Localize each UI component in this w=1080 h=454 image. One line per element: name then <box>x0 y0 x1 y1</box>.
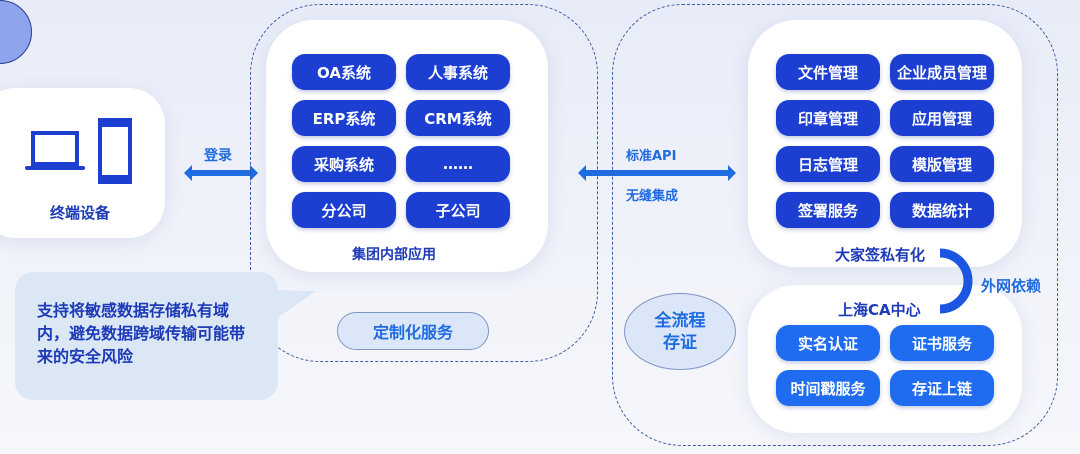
ca-timestamp[interactable]: 时间戳服务 <box>776 370 880 406</box>
app-erp[interactable]: ERP系统 <box>292 100 396 136</box>
custom-service-badge: 定制化服务 <box>337 312 489 350</box>
callout-text: 支持将敏感数据存储私有域内，避免数据跨域传输可能带来的安全风险 <box>37 301 246 366</box>
login-label: 登录 <box>204 148 232 164</box>
app-crm[interactable]: CRM系统 <box>406 100 510 136</box>
feature-log[interactable]: 日志管理 <box>776 146 880 182</box>
feature-app[interactable]: 应用管理 <box>890 100 994 136</box>
ca-title: 上海CA中心 <box>838 301 921 319</box>
api-bottom-label: 无缝集成 <box>626 189 679 204</box>
api-arrow <box>578 165 736 181</box>
feature-file[interactable]: 文件管理 <box>776 54 880 90</box>
feature-stats[interactable]: 数据统计 <box>890 192 994 228</box>
ca-realname[interactable]: 实名认证 <box>776 325 880 361</box>
dependency-arc <box>939 248 973 314</box>
feature-members[interactable]: 企业成员管理 <box>890 54 994 90</box>
dependency-label: 外网依赖 <box>981 277 1042 295</box>
app-more[interactable]: …… <box>406 146 510 182</box>
evidence-badge: 全流程 存证 <box>624 293 736 370</box>
ca-chain[interactable]: 存证上链 <box>890 370 994 406</box>
feature-template[interactable]: 模版管理 <box>890 146 994 182</box>
group-apps-title: 集团内部应用 <box>352 247 436 263</box>
app-purchase[interactable]: 采购系统 <box>292 146 396 182</box>
ca-certificate[interactable]: 证书服务 <box>890 325 994 361</box>
private-region <box>612 4 1058 446</box>
private-title: 大家签私有化 <box>835 246 926 264</box>
enterprise-region <box>250 4 598 362</box>
feature-seal[interactable]: 印章管理 <box>776 100 880 136</box>
terminal-label: 终端设备 <box>50 204 111 222</box>
evidence-label-2: 存证 <box>663 332 697 353</box>
feature-sign[interactable]: 签署服务 <box>776 192 880 228</box>
login-arrow <box>184 165 258 181</box>
app-subsidiary[interactable]: 子公司 <box>406 192 510 228</box>
laptop-icon <box>25 131 85 170</box>
callout-bubble: 支持将敏感数据存储私有域内，避免数据跨域传输可能带来的安全风险 <box>15 272 278 400</box>
decorative-circle <box>0 0 32 64</box>
terminal-card: 终端设备 <box>0 88 165 238</box>
app-oa[interactable]: OA系统 <box>292 54 396 90</box>
api-top-label: 标准API <box>626 149 677 164</box>
custom-service-label: 定制化服务 <box>372 323 453 342</box>
app-branch[interactable]: 分公司 <box>292 192 396 228</box>
app-hr[interactable]: 人事系统 <box>406 54 510 90</box>
callout-tail <box>270 290 316 323</box>
phone-icon <box>98 118 132 184</box>
evidence-label-1: 全流程 <box>654 310 706 331</box>
